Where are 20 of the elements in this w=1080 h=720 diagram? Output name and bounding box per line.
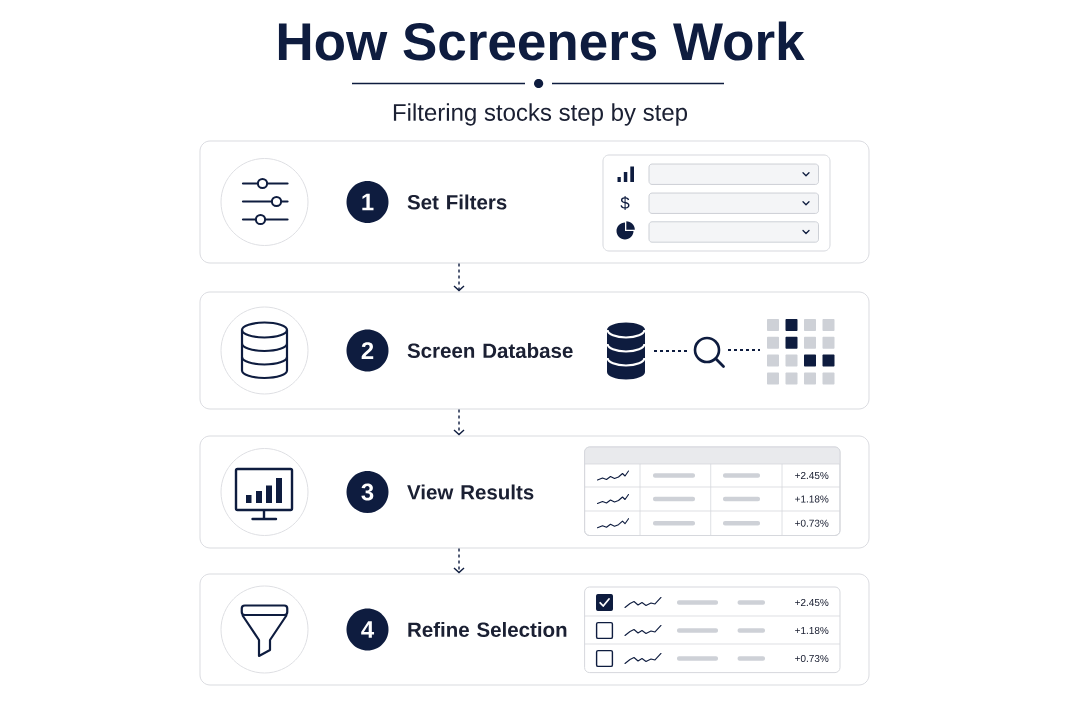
- connector-line: [653, 350, 689, 352]
- percent-change: +0.73%: [795, 519, 829, 527]
- step-number-badge: 1: [346, 181, 389, 223]
- title: How Screeners Work: [278, 21, 805, 61]
- search-icon: [693, 336, 725, 368]
- step-number-badge: 3: [346, 471, 389, 513]
- percent-change: +0.73%: [795, 654, 829, 663]
- step-number-badge: 4: [346, 608, 389, 651]
- arrow: [453, 262, 465, 292]
- subtitle: Filtering stocks step by step: [393, 103, 688, 126]
- percent-change: +2.45%: [795, 598, 829, 607]
- percent-change: +1.18%: [795, 626, 829, 635]
- connector-line: [727, 349, 761, 351]
- currency-symbol: $: [620, 196, 630, 210]
- database-icon: [606, 322, 646, 380]
- arrow: [453, 547, 465, 574]
- percent-change: +1.18%: [795, 495, 829, 503]
- percent-change: +2.45%: [795, 471, 829, 480]
- arrow: [453, 408, 465, 436]
- step-number-badge: 2: [346, 329, 389, 372]
